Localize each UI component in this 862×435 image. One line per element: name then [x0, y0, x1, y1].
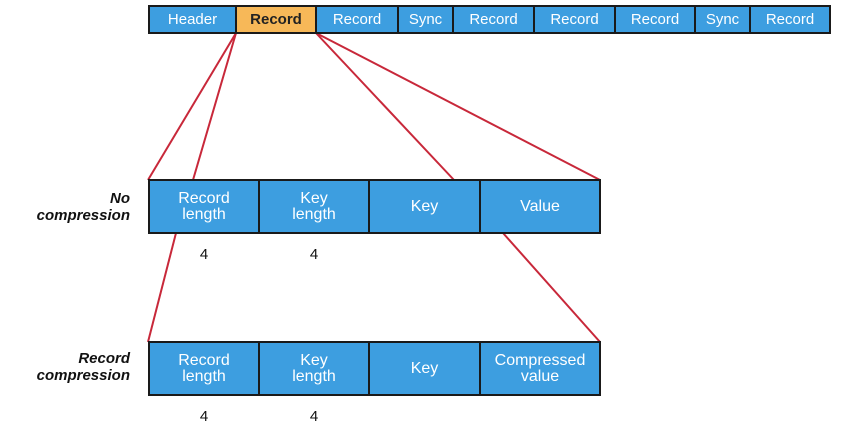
cell-key: Key: [368, 179, 481, 234]
cell-compressed-value-line1: Compressed: [494, 351, 586, 369]
cell-key-length: Key length: [258, 341, 370, 396]
top-cell-record: Record: [614, 5, 696, 34]
label-record-compression-line2: compression: [36, 367, 130, 384]
top-cell-sync: Sync: [397, 5, 454, 34]
label-record-compression-line1: Record: [78, 350, 130, 367]
size-record-length: 4: [199, 246, 209, 263]
cell-value-label: Value: [520, 197, 560, 215]
cell-key-length-line1: Key: [300, 189, 328, 207]
label-no-compression: No compression: [10, 190, 130, 224]
cell-key-label: Key: [410, 359, 439, 377]
connector-record-to-row1-right: [315, 32, 601, 181]
size-record-length: 4: [199, 408, 209, 425]
label-record-compression: Record compression: [10, 350, 130, 384]
cell-compressed-value-line2: value: [520, 367, 560, 385]
cell-compressed-value: Compressed value: [479, 341, 601, 396]
cell-record-length-line1: Record: [178, 351, 230, 369]
cell-record-length: Record length: [148, 179, 260, 234]
cell-key-length-line2: length: [292, 367, 336, 385]
connector-record-to-key-boundary: [315, 32, 455, 181]
label-no-compression-line1: No: [110, 190, 130, 207]
top-cell-sync: Sync: [694, 5, 751, 34]
top-cell-record: Record: [452, 5, 535, 34]
cell-record-length-line2: length: [182, 367, 226, 385]
connector-record-to-row1-left: [147, 32, 237, 181]
cell-key-length-line1: Key: [300, 351, 328, 369]
top-cell-header: Header: [148, 5, 237, 34]
cell-key-label: Key: [410, 197, 439, 215]
label-no-compression-line2: compression: [36, 207, 130, 224]
connector-record-to-record-length-boundary: [192, 32, 237, 181]
connector-value-to-compressed-value: [502, 232, 601, 343]
top-cell-record: Record: [315, 5, 399, 34]
size-key-length: 4: [309, 408, 319, 425]
cell-key: Key: [368, 341, 481, 396]
cell-value: Value: [479, 179, 601, 234]
cell-record-length: Record length: [148, 341, 260, 396]
top-cell-record-highlighted: Record: [235, 5, 317, 34]
top-cell-record: Record: [533, 5, 616, 34]
cell-key-length: Key length: [258, 179, 370, 234]
cell-record-length-line1: Record: [178, 189, 230, 207]
connector-length-to-row2-left: [147, 232, 177, 343]
top-cell-record: Record: [749, 5, 831, 34]
cell-record-length-line2: length: [182, 205, 226, 223]
cell-key-length-line2: length: [292, 205, 336, 223]
size-key-length: 4: [309, 246, 319, 263]
